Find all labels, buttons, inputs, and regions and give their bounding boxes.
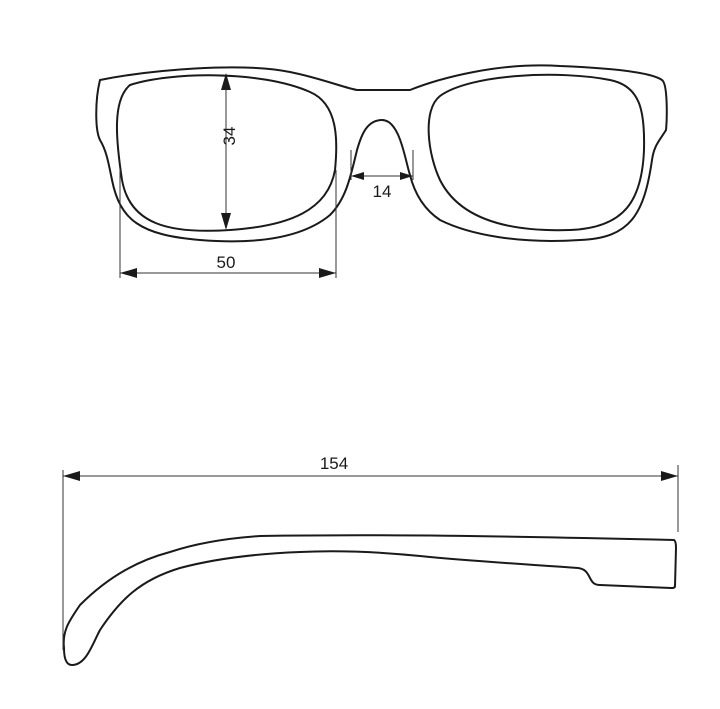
arrow-up-icon xyxy=(221,73,231,90)
front-view xyxy=(95,64,668,243)
left-lens-outline xyxy=(115,74,338,232)
temple-length-dimension: 154 xyxy=(62,454,679,650)
frame-outer-outline xyxy=(95,64,668,243)
lens-width-dimension: 50 xyxy=(119,170,337,278)
temple-length-label: 154 xyxy=(320,454,348,473)
bridge-width-label: 14 xyxy=(373,182,392,201)
arrow-right-icon xyxy=(400,172,413,180)
arrow-left-icon xyxy=(63,471,80,481)
arrow-down-icon xyxy=(221,213,231,230)
side-view xyxy=(62,534,677,666)
right-lens-outline xyxy=(427,73,646,232)
lens-height-dimension: 34 xyxy=(220,73,239,230)
bridge-width-dimension: 14 xyxy=(350,150,414,201)
lens-height-label: 34 xyxy=(220,127,239,146)
lens-width-label: 50 xyxy=(217,253,236,272)
arrow-right-icon xyxy=(661,471,678,481)
arrow-right-icon xyxy=(319,268,336,278)
arrow-left-icon xyxy=(120,268,137,278)
temple-arm-outline xyxy=(62,534,677,666)
arrow-left-icon xyxy=(351,172,364,180)
